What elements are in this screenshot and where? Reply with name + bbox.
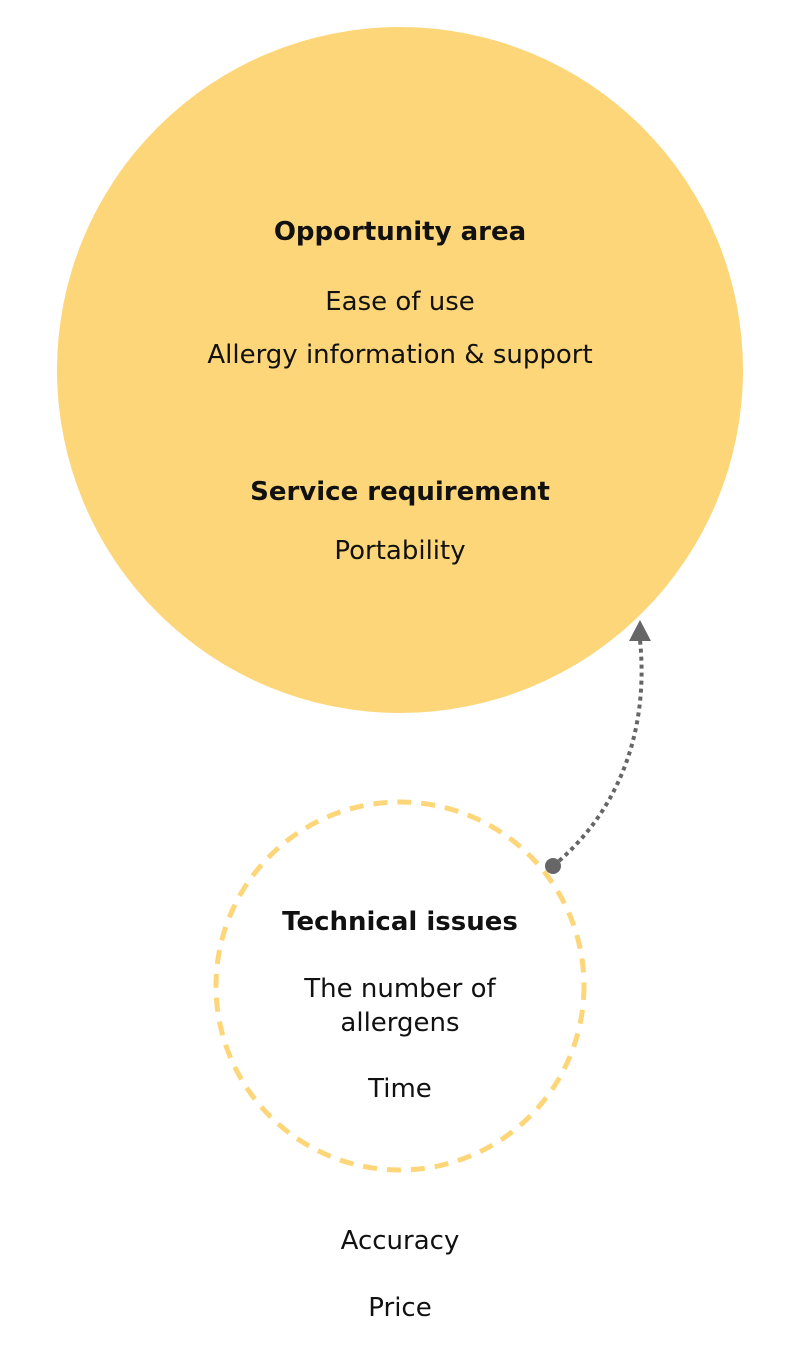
service-requirement-heading: Service requirement xyxy=(250,477,550,507)
technical-issues-circle xyxy=(213,799,587,1173)
connector-start-dot xyxy=(545,858,561,874)
technical-item-number-of-allergens: The number of allergens xyxy=(304,974,496,1038)
outside-item-price: Price xyxy=(368,1293,432,1323)
technical-issues-heading: Technical issues xyxy=(282,907,518,937)
opportunity-item-allergy-info: Allergy information & support xyxy=(207,340,593,370)
arrow-head-icon xyxy=(629,620,651,641)
service-item-portability: Portability xyxy=(334,536,466,566)
opportunity-circle xyxy=(57,27,743,713)
connector-arrow-line xyxy=(551,639,644,868)
opportunity-area-heading: Opportunity area xyxy=(273,217,527,247)
opportunity-item-ease-of-use: Ease of use xyxy=(325,287,475,317)
outside-item-accuracy: Accuracy xyxy=(340,1226,460,1256)
technical-item-time: Time xyxy=(368,1074,432,1104)
